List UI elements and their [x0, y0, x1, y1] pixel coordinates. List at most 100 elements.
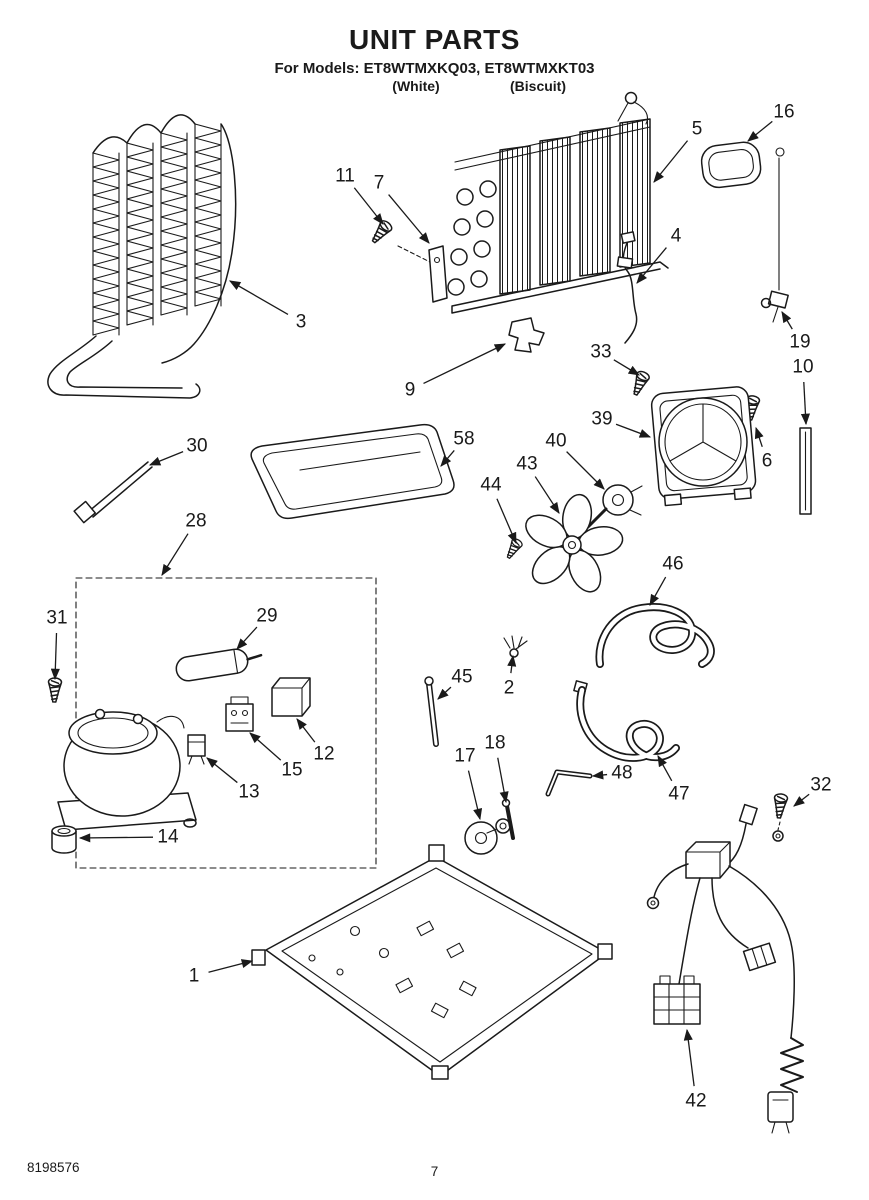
callout-arrow-48 [591, 770, 608, 780]
callout-label-19: 19 [789, 332, 810, 353]
drain-pan-art [250, 423, 455, 520]
callout-arrow-6 [754, 426, 764, 447]
tube-46-art [595, 603, 715, 668]
callout-arrow-19 [781, 311, 793, 330]
capillary-tube-art [775, 147, 785, 291]
screw-11-art [367, 218, 395, 247]
callout-arrow-40 [566, 451, 605, 490]
fan-motor-art [586, 484, 643, 529]
callout-arrow-13 [206, 757, 238, 784]
callout-arrow-14 [78, 833, 154, 843]
callout-arrow-1 [208, 959, 254, 973]
callout-label-7: 7 [374, 173, 385, 194]
callout-arrow-47 [657, 755, 673, 782]
callout-label-58: 58 [453, 429, 474, 450]
callout-label-28: 28 [185, 511, 206, 532]
callout-arrow-44 [496, 498, 517, 545]
callout-label-16: 16 [773, 102, 794, 123]
screw-32-art [771, 792, 789, 820]
variant-white-label: (White) [392, 78, 440, 94]
wire-harness-art [646, 803, 804, 1134]
callout-arrow-18 [497, 757, 509, 804]
base-plate-art [251, 844, 613, 1080]
evap-cover-art [700, 141, 762, 189]
wire-4-art [616, 231, 638, 344]
callout-label-15: 15 [281, 760, 302, 781]
callout-label-45: 45 [451, 667, 472, 688]
key-48-art [545, 769, 593, 797]
callout-label-11: 11 [335, 166, 355, 187]
mounting-plate-7-art [397, 245, 448, 303]
pin-45-art [424, 676, 439, 747]
page-title: UNIT PARTS [349, 24, 520, 55]
callout-arrow-33 [613, 359, 640, 376]
callout-label-2: 2 [504, 678, 515, 699]
callout-arrow-31 [50, 632, 60, 681]
callout-label-3: 3 [296, 312, 307, 333]
callout-label-12: 12 [313, 744, 334, 765]
screw-31-art [47, 677, 63, 703]
callout-arrow-42 [683, 1028, 695, 1087]
clip-2-art [503, 635, 528, 658]
callout-label-33: 33 [590, 342, 611, 363]
screw-44-art [503, 536, 525, 562]
callout-label-29: 29 [256, 606, 277, 627]
variant-biscuit-label: (Biscuit) [510, 78, 566, 94]
callout-label-47: 47 [668, 784, 689, 805]
relay-15-art [225, 696, 254, 732]
washer-32-art [772, 821, 784, 842]
callout-label-6: 6 [762, 451, 773, 472]
fan-shroud-art [650, 386, 757, 507]
tube-47-art [573, 680, 680, 762]
callout-label-30: 30 [186, 436, 207, 457]
callout-arrow-12 [296, 718, 316, 743]
callout-arrow-30 [148, 451, 184, 466]
callout-arrow-11 [353, 187, 384, 225]
callout-label-43: 43 [516, 454, 537, 475]
callout-arrow-45 [437, 686, 452, 700]
callout-label-4: 4 [671, 226, 682, 247]
callout-arrow-5 [653, 140, 689, 183]
callout-label-5: 5 [692, 119, 703, 140]
page-number: 7 [430, 1164, 439, 1179]
strip-10-art [799, 427, 812, 515]
callout-arrow-7 [388, 194, 430, 244]
callout-arrow-43 [534, 476, 560, 514]
callout-label-32: 32 [810, 775, 831, 796]
callout-arrow-15 [249, 732, 282, 761]
callout-label-9: 9 [405, 380, 416, 401]
condenser-coil-art [47, 114, 237, 399]
fan-blade-art [525, 493, 624, 593]
callout-label-42: 42 [685, 1091, 706, 1112]
callout-label-10: 10 [792, 357, 813, 378]
callout-label-46: 46 [662, 554, 683, 575]
compressor-assembly-art [57, 577, 377, 869]
callout-arrow-32 [793, 793, 810, 807]
clamp-19-art [760, 290, 789, 323]
grommet-14-art [51, 825, 77, 854]
callout-arrow-17 [467, 770, 483, 821]
callout-arrow-9 [423, 343, 507, 385]
callout-label-13: 13 [238, 782, 259, 803]
callout-arrow-16 [747, 120, 773, 142]
wire-tie-art [73, 461, 153, 524]
roller-17-art [464, 818, 511, 855]
callout-label-44: 44 [480, 475, 502, 496]
callout-arrow-2 [507, 654, 517, 674]
callout-label-39: 39 [591, 409, 612, 430]
overload-13-art [187, 734, 206, 765]
callout-label-14: 14 [157, 827, 179, 848]
callout-label-48: 48 [611, 763, 632, 784]
relay-cover-12-art [271, 677, 311, 717]
clip-9-art [508, 317, 545, 353]
models-line: For Models: ET8WTMXKQ03, ET8WTMXKT03 [274, 60, 595, 77]
callout-arrow-4 [636, 247, 667, 284]
callout-label-40: 40 [545, 431, 566, 452]
callout-arrow-10 [800, 381, 811, 426]
callout-label-18: 18 [484, 733, 505, 754]
drier-29-art [175, 648, 263, 682]
document-number: 8198576 [27, 1160, 80, 1175]
callout-label-17: 17 [454, 746, 475, 767]
